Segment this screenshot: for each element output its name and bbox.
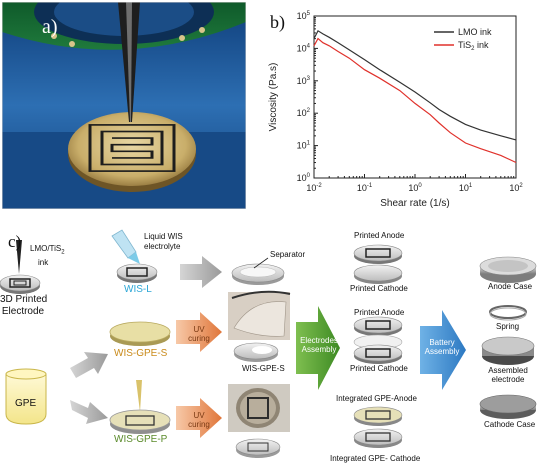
- printed-anode-2-icon: [353, 316, 403, 336]
- wis-l-label: WIS-L: [124, 284, 152, 295]
- x-tick-label: 100: [408, 183, 422, 193]
- legend-label-1: TiS2 ink: [458, 40, 489, 52]
- cathode-case-label: Cathode Case: [484, 420, 536, 429]
- spring-label: Spring: [496, 322, 520, 331]
- printed-cathode-2-icon: [353, 344, 403, 364]
- pipette-icon: [111, 229, 140, 264]
- panel-c-label: c): [8, 232, 22, 251]
- viscosity-chart: 10-2 10-1 100 101 102 100 101 102 103 104 105Shear…: [268, 11, 523, 209]
- gpe-label: GPE: [15, 398, 37, 409]
- y-tick-label: 102: [297, 108, 311, 118]
- wis-l-electrode-icon: [116, 263, 158, 283]
- x-axis-label: Shear rate (1/s): [380, 198, 449, 209]
- wis-gpe-p-electrode-icon: [109, 409, 171, 434]
- uv-curing-label-1: UV curing: [188, 325, 210, 343]
- anode-case-label: Anode Case: [488, 282, 533, 291]
- arrow-icon: [180, 256, 222, 288]
- electrodes-assembly-label: Electrodes Assembly: [300, 336, 338, 354]
- arrow-icon: [70, 352, 108, 378]
- panel-a-label: a): [42, 16, 58, 38]
- printing-photo: [2, 2, 246, 209]
- integrated-cathode-label: Integrated GPE- Cathode: [330, 454, 421, 463]
- uv-curing-label-2: UV curing: [188, 411, 210, 429]
- panel-b-label: b): [270, 12, 285, 32]
- printed-electrode-icon: [0, 274, 41, 294]
- wis-gpe-s-small-label: WIS-GPE-S: [242, 364, 285, 373]
- gpe-nozzle-icon: [136, 380, 142, 412]
- battery-assembly-arrow: [420, 310, 466, 390]
- assembly-schematic: [0, 229, 537, 458]
- printed-anode-2-label: Printed Anode: [354, 308, 405, 317]
- y-tick-label: 104: [297, 43, 311, 53]
- y-axis-label: Viscosity (Pa.s): [268, 63, 279, 132]
- printed-anode-1-icon: [353, 244, 403, 264]
- x-tick-label: 101: [459, 183, 473, 193]
- printed-cathode-1-icon: [353, 264, 403, 284]
- integrated-anode-icon: [353, 406, 403, 426]
- wis-gpe-s-photo: [228, 290, 291, 340]
- y-tick-label: 105: [297, 11, 311, 21]
- y-tick-label: 101: [297, 141, 311, 151]
- ink-label: LMO/TiS2 ink: [30, 244, 65, 267]
- printed-anode-1-label: Printed Anode: [354, 231, 405, 240]
- arrow-icon: [70, 400, 108, 424]
- x-tick-label: 102: [509, 183, 523, 193]
- wis-gpe-s-small-disk-icon: [233, 342, 279, 362]
- battery-assembly-label: Battery Assembly: [424, 338, 460, 356]
- gpe-beaker-icon: [5, 368, 47, 425]
- panel-a-photo: a): [2, 2, 246, 209]
- separator-label: Separator: [270, 250, 306, 259]
- anode-case-icon: [479, 256, 537, 283]
- spring-icon: [489, 305, 527, 321]
- series-line-0: [313, 29, 517, 141]
- wis-gpe-p-label: WIS-GPE-P: [114, 434, 168, 445]
- y-tick-label: 103: [297, 76, 311, 86]
- separator-pointer: [253, 257, 269, 269]
- separator-disk-icon: [231, 263, 285, 285]
- printed-cathode-1-label: Printed Cathode: [350, 284, 408, 293]
- legend-label-0: LMO ink: [458, 27, 492, 37]
- y-tick-label: 100: [297, 173, 311, 183]
- electrodes-assembly-arrow: [296, 306, 340, 390]
- wis-gpe-s-disk-icon: [109, 321, 171, 346]
- integrated-anode-label: Integrated GPE-Anode: [336, 394, 417, 403]
- printed-cathode-2-label: Printed Cathode: [350, 364, 408, 373]
- series-line-1: [313, 37, 517, 164]
- nozzle-icon: [16, 240, 22, 274]
- assembled-electrode-icon: [481, 336, 535, 365]
- cathode-case-icon: [479, 394, 537, 419]
- x-tick-label: 10-1: [357, 183, 373, 193]
- uv-arrow-icon: [176, 398, 222, 438]
- wis-gpe-s-label: WIS-GPE-S: [114, 348, 168, 359]
- wis-gpe-p-photo: [228, 384, 290, 432]
- uv-arrow-icon: [176, 312, 222, 352]
- wis-gpe-p-small-disk-icon: [235, 438, 281, 458]
- integrated-cathode-icon: [353, 428, 403, 448]
- x-tick-label: 10-2: [306, 183, 322, 193]
